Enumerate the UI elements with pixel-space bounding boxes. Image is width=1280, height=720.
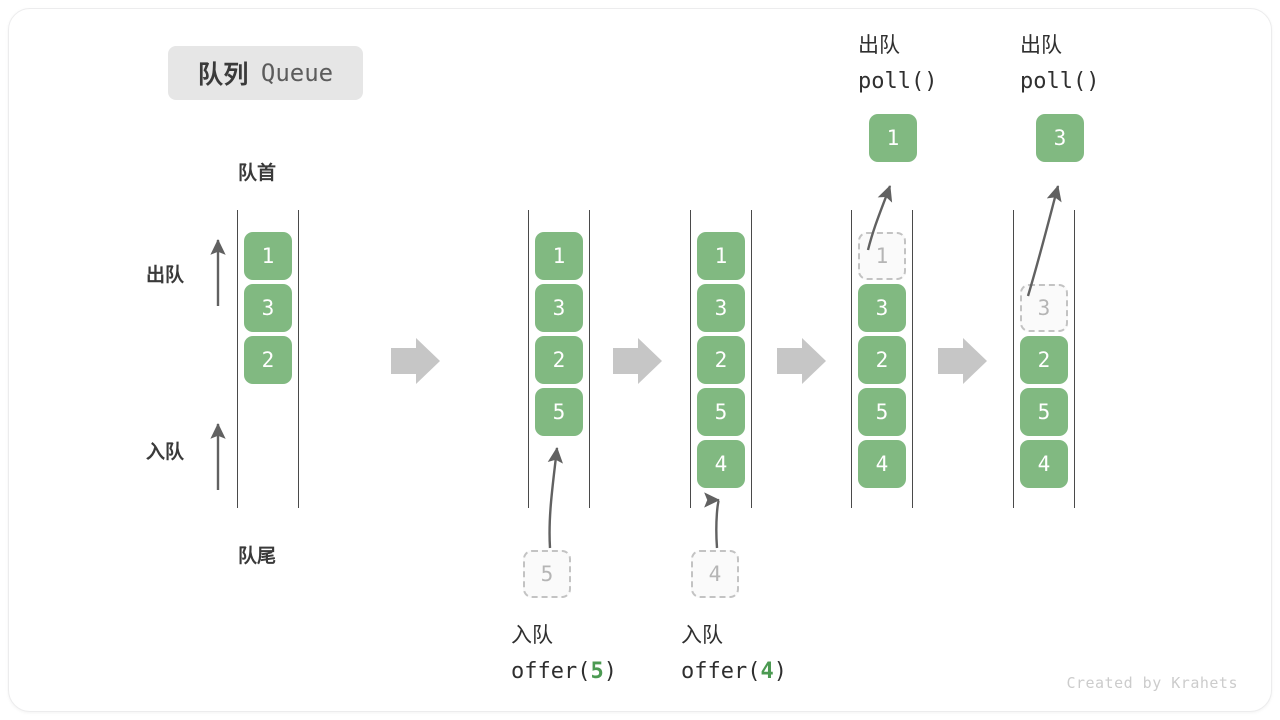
queue-cell: 2 [1020,336,1068,384]
queue-cell: 5 [1020,388,1068,436]
title-chinese: 队列 [197,61,249,89]
queue-cell: 2 [244,336,292,384]
popped-cell-1: 1 [869,114,917,162]
queue-rail-left [528,210,529,508]
enqueue-direction-label: 入队 [146,442,185,463]
queue-cell: 5 [697,388,745,436]
operation-fn-offer-5: offer(5) [511,654,617,690]
operation-cn-offer-5: 入队 [511,624,553,647]
offer5-suffix: ) [603,659,617,684]
operation-cn-poll-3: 出队 [1020,34,1062,57]
diagram-card [8,8,1272,712]
operation-caption-poll-3: 出队 poll() [1020,28,1099,100]
queue-cell: 5 [535,388,583,436]
operation-caption-poll-1: 出队 poll() [858,28,937,100]
queue-cell-removed: 3 [1020,284,1068,332]
title-english: Queue [260,59,334,87]
queue-rail-right [589,210,590,508]
queue-rail-left [237,210,238,508]
queue-rail-left [851,210,852,508]
operation-fn-poll-1: poll() [858,69,938,94]
offer4-suffix: ) [773,659,787,684]
queue-cell: 4 [1020,440,1068,488]
credit-text: Created by Krahets [1066,674,1238,692]
queue-rail-right [1074,210,1075,508]
queue-cell: 2 [535,336,583,384]
offer5-value: 5 [590,659,604,684]
queue-rail-right [298,210,299,508]
operation-fn-offer-4: offer(4) [681,654,787,690]
queue-cell: 2 [697,336,745,384]
queue-cell: 3 [535,284,583,332]
queue-rail-left [1013,210,1014,508]
rear-label: 队尾 [238,546,277,567]
queue-cell: 3 [697,284,745,332]
queue-cell: 4 [858,440,906,488]
pending-enqueue-cell-5: 5 [523,550,571,598]
queue-rail-left [690,210,691,508]
operation-fn-poll-3: poll() [1020,69,1100,94]
queue-cell: 2 [858,336,906,384]
operation-cn-offer-4: 入队 [681,624,723,647]
pending-enqueue-cell-4: 4 [691,550,739,598]
queue-cell: 3 [858,284,906,332]
operation-caption-offer-4: 入队 offer(4) [681,618,787,690]
queue-cell-removed: 1 [858,232,906,280]
queue-cell: 3 [244,284,292,332]
offer4-value: 4 [760,659,774,684]
queue-cell: 4 [697,440,745,488]
dequeue-direction-label: 出队 [146,265,185,286]
offer5-prefix: offer( [511,659,591,684]
popped-cell-3: 3 [1036,114,1084,162]
operation-caption-offer-5: 入队 offer(5) [511,618,617,690]
queue-cell: 1 [244,232,292,280]
queue-cell: 1 [535,232,583,280]
front-label: 队首 [238,163,277,184]
operation-cn-poll-1: 出队 [858,34,900,57]
queue-cell: 5 [858,388,906,436]
offer4-prefix: offer( [681,659,761,684]
queue-cell: 1 [697,232,745,280]
queue-rail-right [751,210,752,508]
queue-rail-right [912,210,913,508]
title-badge: 队列 Queue [168,46,363,100]
